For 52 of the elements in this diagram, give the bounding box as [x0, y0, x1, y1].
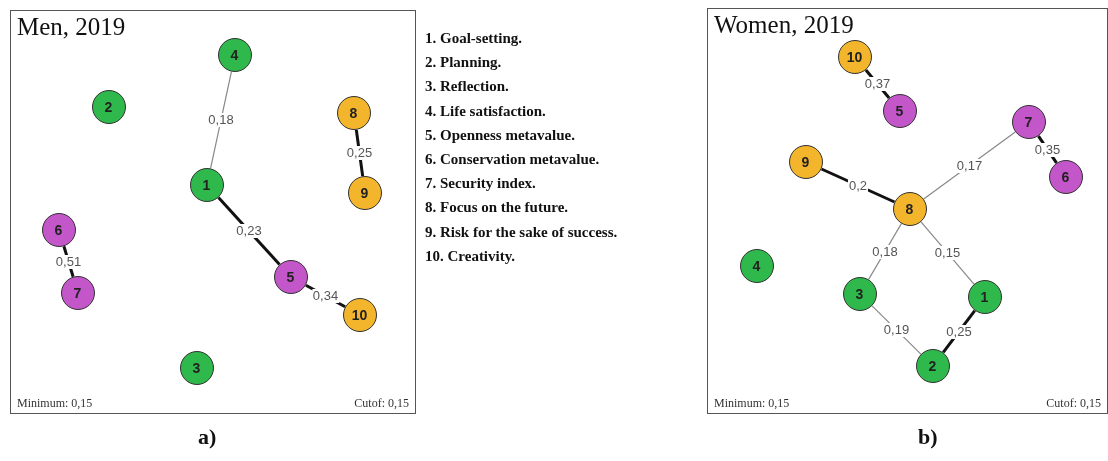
- node-circle: 7: [1011, 104, 1046, 139]
- edge-label: 0,37: [863, 77, 892, 91]
- panel-title: Women, 2019: [714, 11, 854, 39]
- node-circle: 2: [91, 89, 126, 124]
- edge-label: 0,23: [235, 224, 263, 238]
- list-item: 5. Openness metavalue.: [425, 126, 575, 144]
- connector-line: [820, 167, 896, 204]
- node-circle: 4: [739, 248, 774, 283]
- node-circle: 6: [41, 212, 76, 247]
- footnote: Minimum: 0,15: [17, 396, 93, 411]
- node-circle: 8: [336, 95, 371, 130]
- edge-label: 0,35: [1033, 142, 1062, 157]
- edge-label: 0,2: [847, 178, 869, 193]
- node-circle: 8: [892, 191, 927, 226]
- edge-label: 0,15: [933, 246, 962, 260]
- list-item: 10. Creativity.: [425, 247, 516, 265]
- list-item: 2. Planning.: [425, 54, 502, 72]
- list-item: 1. Goal-setting.: [425, 30, 523, 47]
- edge-label: 0,18: [871, 244, 899, 259]
- node-circle: 10: [837, 39, 872, 74]
- list-item: 7. Security index.: [425, 175, 536, 193]
- node-circle: 3: [179, 350, 214, 385]
- list-item: 8. Focus on the future.: [425, 199, 569, 217]
- footnote: Minimum: 0,15: [714, 396, 790, 411]
- node-circle: 4: [217, 37, 252, 72]
- edge-label: 0,25: [945, 324, 973, 339]
- edge-label: 0,18: [207, 113, 235, 127]
- panel-title: Men, 2019: [17, 13, 126, 41]
- node-circle: 9: [347, 175, 382, 210]
- node-circle: 1: [189, 167, 224, 202]
- edge-label: 0,51: [54, 254, 83, 269]
- footnote: Cutof: 0,15: [1046, 396, 1101, 411]
- panel-caption: b): [918, 424, 938, 450]
- edge-label: 0,25: [345, 146, 374, 160]
- node-circle: 3: [842, 276, 877, 311]
- node-circle: 2: [915, 348, 950, 383]
- footnote: Cutof: 0,15: [354, 396, 409, 411]
- list-item: 9. Risk for the sake of success.: [425, 223, 618, 241]
- edge-label: 0,17: [955, 158, 984, 173]
- node-circle: 9: [788, 144, 823, 179]
- list-item: 6. Conservation metavalue.: [425, 151, 600, 168]
- node-circle: 1: [967, 279, 1002, 314]
- panel-caption: a): [198, 424, 217, 450]
- list-item: 3. Reflection.: [425, 78, 509, 96]
- node-circle: 6: [1048, 159, 1083, 194]
- node-circle: 7: [60, 275, 95, 310]
- edge-label: 0,34: [311, 289, 340, 303]
- node-circle: 5: [882, 93, 917, 128]
- list-item: 4. Life satisfaction.: [425, 102, 546, 120]
- node-circle: 10: [342, 297, 377, 332]
- edge-label: 0,19: [882, 323, 911, 337]
- node-circle: 5: [273, 259, 308, 294]
